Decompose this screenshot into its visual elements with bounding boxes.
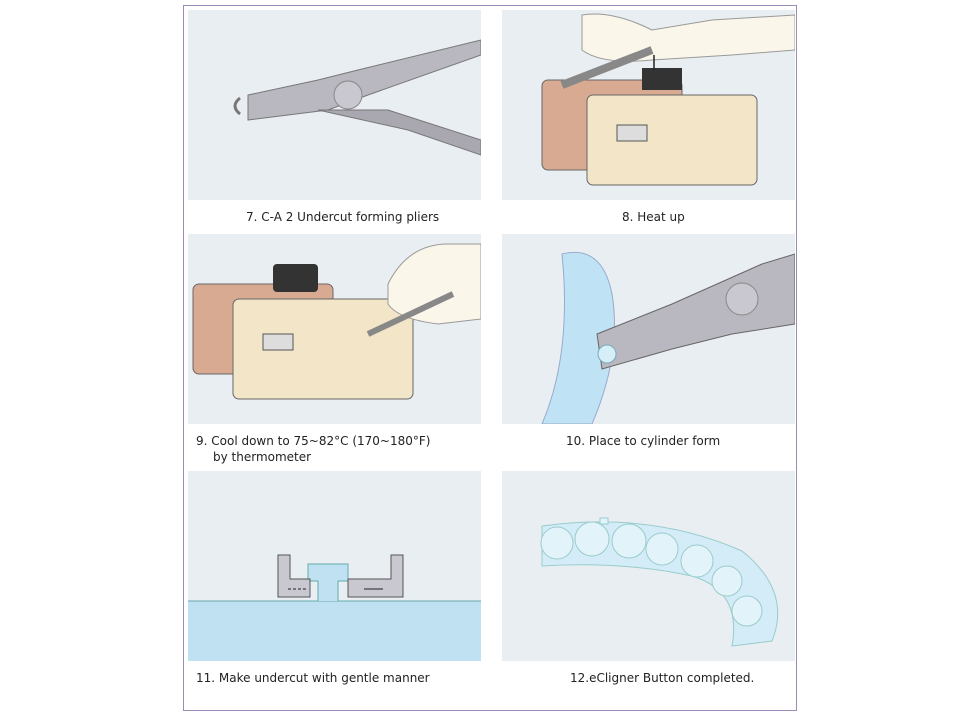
step-9-caption: 9. Cool down to 75~82°C (170~180°F): [196, 434, 431, 448]
heat-up-illustration: [502, 10, 795, 200]
cool-down-illustration: [188, 234, 481, 424]
step-9-caption-line2: by thermometer: [213, 450, 312, 464]
pliers-illustration: [188, 10, 481, 200]
cylinder-form-illustration: [502, 234, 795, 424]
step-7-caption: 7. C-A 2 Undercut forming pliers: [246, 210, 440, 224]
step-12-caption: 12.eCligner Button completed.: [570, 671, 755, 685]
undercut-illustration: [188, 471, 481, 661]
step-10-caption: 10. Place to cylinder form: [566, 434, 721, 448]
completed-button-illustration: [502, 471, 795, 661]
step-11-caption: 11. Make undercut with gentle manner: [196, 671, 430, 685]
instruction-frame: [183, 5, 797, 711]
step-8-caption: 8. Heat up: [622, 210, 685, 224]
